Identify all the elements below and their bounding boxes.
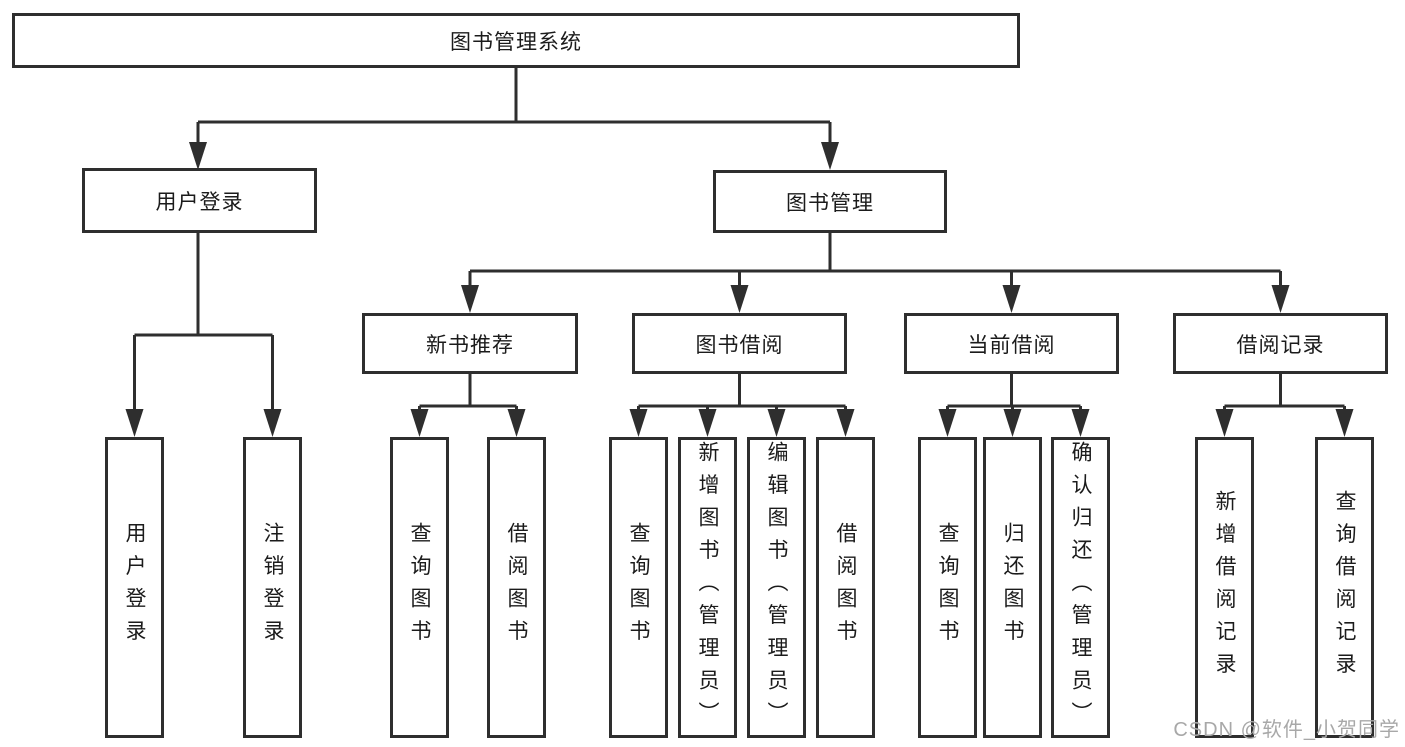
leaf-query-borrow-record-label: 查询借阅记录: [1333, 489, 1356, 686]
node-user-login: 用户登录: [82, 168, 317, 233]
node-new-book-recommend: 新书推荐: [362, 313, 578, 374]
leaf-query-books-current: 查询图书: [918, 437, 977, 738]
leaf-borrow-books-borrowing: 借阅图书: [816, 437, 875, 738]
leaf-query-books-borrowing-label: 查询图书: [627, 522, 650, 653]
leaf-return-books-label: 归还图书: [1001, 522, 1024, 653]
node-current-borrowing-label: 当前借阅: [967, 333, 1056, 357]
leaf-edit-books-admin-label: 编辑图书（管理员）: [765, 441, 788, 734]
leaf-add-borrow-record-label: 新增借阅记录: [1213, 489, 1236, 686]
leaf-return-books: 归还图书: [983, 437, 1042, 738]
leaf-user-login: 用户登录: [105, 437, 164, 738]
leaf-query-books-current-label: 查询图书: [936, 522, 959, 653]
leaf-query-books-borrowing: 查询图书: [609, 437, 668, 738]
node-book-borrowing-label: 图书借阅: [695, 333, 784, 357]
node-borrowing-records: 借阅记录: [1173, 313, 1388, 374]
node-new-book-recommend-label: 新书推荐: [426, 333, 514, 357]
leaf-borrow-books-recommend: 借阅图书: [487, 437, 546, 738]
node-library-system: 图书管理系统: [12, 13, 1020, 68]
leaf-edit-books-admin: 编辑图书（管理员）: [747, 437, 806, 738]
node-borrowing-records-label: 借阅记录: [1236, 333, 1325, 357]
leaf-user-login-label: 用户登录: [123, 522, 146, 653]
node-current-borrowing: 当前借阅: [904, 313, 1119, 374]
node-book-management: 图书管理: [713, 170, 947, 233]
leaf-query-books-recommend: 查询图书: [390, 437, 449, 738]
watermark: CSDN @软件_小贺同学: [1173, 719, 1400, 741]
leaf-borrow-books-borrowing-label: 借阅图书: [834, 522, 857, 653]
leaf-query-books-recommend-label: 查询图书: [408, 522, 431, 653]
leaf-confirm-return-admin-label: 确认归还（管理员）: [1069, 441, 1092, 734]
leaf-logout-login-label: 注销登录: [261, 522, 284, 653]
node-book-management-label: 图书管理: [786, 191, 874, 215]
leaf-add-borrow-record: 新增借阅记录: [1195, 437, 1254, 738]
leaf-logout-login: 注销登录: [243, 437, 302, 738]
leaf-borrow-books-recommend-label: 借阅图书: [505, 522, 528, 653]
leaf-add-books-admin: 新增图书（管理员）: [678, 437, 737, 738]
leaf-confirm-return-admin: 确认归还（管理员）: [1051, 437, 1110, 738]
node-user-login-label: 用户登录: [155, 190, 244, 214]
node-book-borrowing: 图书借阅: [632, 313, 847, 374]
leaf-query-borrow-record: 查询借阅记录: [1315, 437, 1374, 738]
leaf-add-books-admin-label: 新增图书（管理员）: [696, 441, 719, 734]
node-library-system-label: 图书管理系统: [450, 30, 582, 54]
